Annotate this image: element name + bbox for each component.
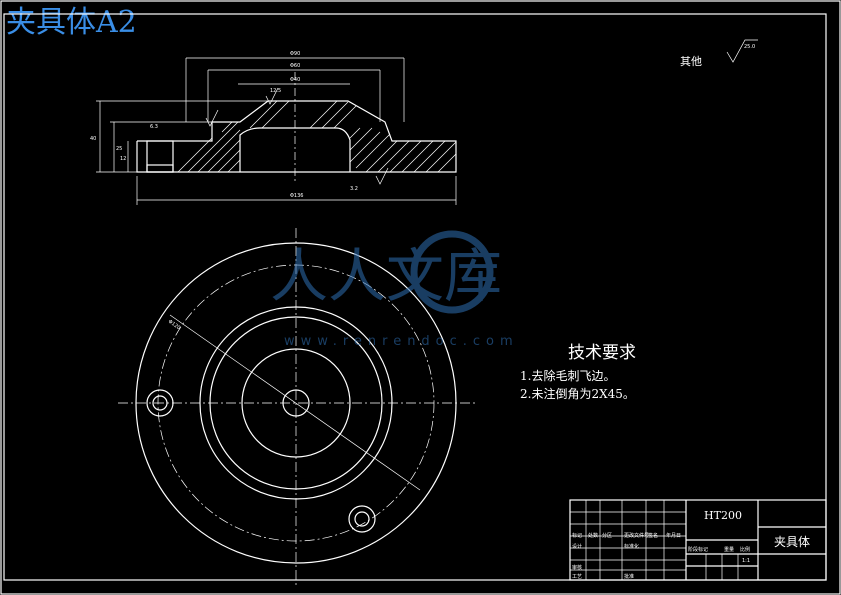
dim-height-total: 40 bbox=[90, 136, 96, 142]
title-block-label: 标准化 bbox=[624, 544, 640, 550]
tech-requirement-item: 1.去除毛刺飞边。 bbox=[520, 369, 616, 383]
boss-circle-mid bbox=[209, 316, 383, 490]
title-block-label: 批准 bbox=[624, 574, 635, 580]
drawing-title: 夹具体A2 bbox=[6, 5, 137, 40]
tech-requirement-item: 2.未注倒角为2X45。 bbox=[520, 387, 635, 401]
dim-height-mid: 25 bbox=[116, 146, 122, 152]
part-name-label: 夹具体 bbox=[773, 535, 810, 549]
roughness-symbols bbox=[205, 87, 389, 185]
dim-top-width: Φ90 bbox=[290, 51, 300, 57]
surface-note-value: 25.0 bbox=[744, 44, 755, 50]
watermark-text: 人人文库 bbox=[270, 242, 502, 310]
title-block-label: 重量 bbox=[724, 547, 735, 553]
tech-requirements: 技术要求 1.去除毛刺飞边。 2.未注倒角为2X45。 bbox=[520, 338, 636, 403]
title-block-label: 设计 bbox=[572, 544, 583, 550]
title-block-label: 阶段标记 bbox=[688, 547, 709, 553]
boss-circle-inner bbox=[241, 348, 351, 458]
title-block-label: 处数 bbox=[588, 533, 599, 539]
section-outline bbox=[136, 100, 457, 173]
tech-requirements-heading: 技术要求 bbox=[568, 343, 636, 363]
roughness-c: 3.2 bbox=[350, 186, 358, 192]
dim-height-low: 12 bbox=[120, 156, 126, 162]
watermark-logo-icon bbox=[410, 230, 494, 314]
watermark: 人人文库 www.renrendoc.com bbox=[270, 230, 519, 349]
title-block-label: 工艺 bbox=[572, 574, 583, 580]
title-block-label: 分区 bbox=[602, 533, 613, 539]
hatch-left bbox=[177, 121, 241, 173]
roughness-a: 12.5 bbox=[270, 88, 281, 94]
bolt-hole-right-outer bbox=[348, 505, 376, 533]
bolt-hole-left-outer bbox=[146, 389, 174, 417]
center-hole bbox=[282, 389, 310, 417]
bolt-hole-right-inner bbox=[354, 511, 370, 527]
title-block-grid bbox=[570, 500, 739, 580]
dim-inner-width: Φ40 bbox=[290, 77, 300, 83]
outer-flange-circle bbox=[135, 242, 457, 564]
diameter-leader bbox=[169, 314, 421, 491]
bolt-circle bbox=[157, 264, 435, 542]
counterbore bbox=[146, 164, 174, 173]
surface-note-label: 其他 bbox=[680, 55, 702, 68]
dim-mid-width: Φ60 bbox=[290, 63, 300, 69]
title-block-label: 年月日 bbox=[666, 533, 682, 539]
boss-circle-outer bbox=[199, 306, 393, 500]
section-view: Φ90 Φ60 Φ40 Φ136 40 25 12 12.5 6.3 3.2 bbox=[90, 51, 457, 205]
title-block-label: 更改文件号 bbox=[624, 533, 650, 539]
roughness-b: 6.3 bbox=[150, 124, 158, 130]
hatch-top bbox=[249, 100, 357, 129]
scale-value: 1:1 bbox=[742, 558, 751, 564]
hatch-right bbox=[349, 127, 457, 173]
plan-view: Φ120 bbox=[118, 228, 475, 588]
title-block-label: 签名 bbox=[648, 533, 659, 539]
title-block-label: 标记 bbox=[572, 533, 583, 539]
title-block-label: 审核 bbox=[572, 565, 583, 571]
bolt-hole-section bbox=[146, 140, 174, 173]
section-dimensions bbox=[96, 57, 457, 205]
dim-base-width: Φ136 bbox=[290, 193, 303, 199]
dim-circle: Φ120 bbox=[167, 319, 181, 332]
material-label: HT200 bbox=[704, 509, 742, 522]
drawing-border bbox=[3, 13, 827, 581]
watermark-url: www.renrendoc.com bbox=[284, 334, 519, 349]
title-block-label: 比例 bbox=[740, 547, 751, 553]
surface-note-symbol bbox=[726, 39, 758, 63]
section-cavity bbox=[239, 127, 351, 172]
bolt-hole-left-inner bbox=[152, 395, 168, 411]
